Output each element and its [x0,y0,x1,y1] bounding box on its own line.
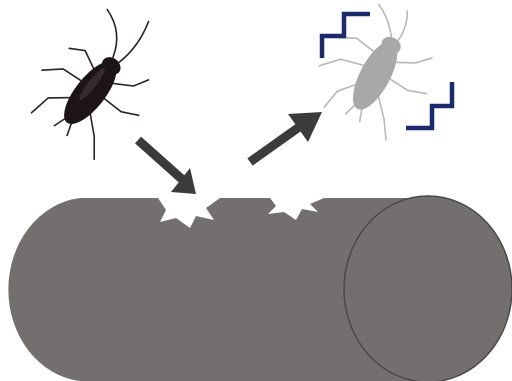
cylinder-end-cap [344,196,512,381]
arrow-up-right-icon [250,112,322,162]
cylinder-shape [8,196,512,381]
jolt-bottom-right [406,82,452,128]
jolt-top-left [322,14,370,58]
arrow-down-right-icon [138,140,196,194]
cockroach-icon [17,0,188,166]
